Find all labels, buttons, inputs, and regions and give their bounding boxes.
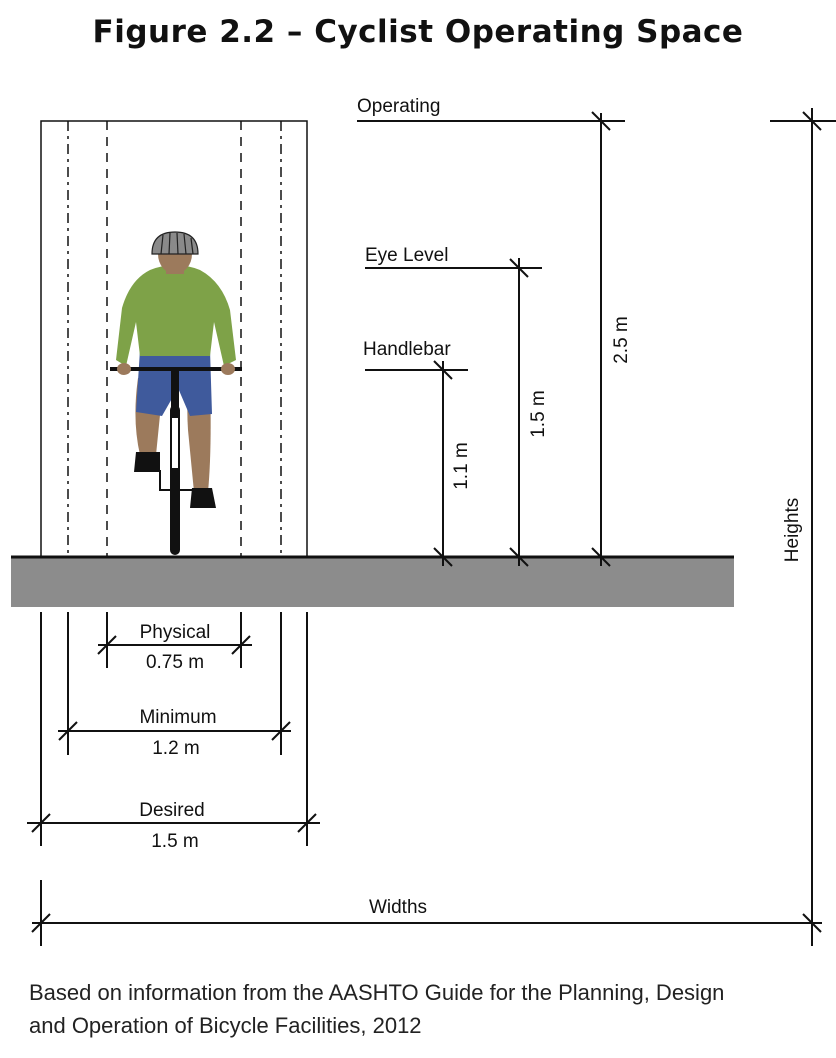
desired-value: 1.5 m [151, 831, 199, 852]
caption-line-2: and Operation of Bicycle Facilities, 201… [29, 1013, 422, 1038]
envelope-lines [40, 120, 308, 558]
cyclist-left-hand [117, 363, 131, 375]
height-dimensions [357, 108, 836, 946]
pedal-crank [159, 470, 192, 491]
eye-level-value: 1.5 m [528, 390, 549, 438]
cyclist-shirt [116, 265, 236, 366]
cyclist-right-hand [221, 363, 235, 375]
cyclist-right-shoe [190, 488, 216, 508]
width-dimensions [27, 612, 822, 946]
ground-slab [11, 558, 734, 607]
cyclist-operating-space-diagram: Operating Eye Level Handlebar 2.5 m 1.5 … [11, 96, 836, 946]
cyclist-figure [110, 231, 242, 555]
handlebar-label: Handlebar [363, 339, 451, 360]
desired-label: Desired [139, 800, 204, 821]
helmet-icon [151, 231, 199, 255]
widths-axis-label: Widths [369, 897, 427, 918]
caption-line-1: Based on information from the AASHTO Gui… [29, 980, 725, 1005]
figure-caption: Based on information from the AASHTO Gui… [29, 976, 829, 1042]
handlebar-value: 1.1 m [451, 442, 472, 490]
physical-value: 0.75 m [146, 652, 204, 673]
figure-title: Figure 2.2 – Cyclist Operating Space [92, 14, 744, 50]
cyclist-left-shoe [134, 452, 160, 472]
minimum-value: 1.2 m [152, 738, 200, 759]
eye-level-label: Eye Level [365, 245, 448, 266]
bike-stem [171, 367, 179, 407]
physical-label: Physical [140, 622, 211, 643]
operating-label: Operating [357, 96, 440, 117]
minimum-label: Minimum [139, 707, 216, 728]
operating-value: 2.5 m [611, 316, 632, 364]
heights-axis-label: Heights [782, 498, 803, 562]
desired-envelope [40, 120, 308, 558]
